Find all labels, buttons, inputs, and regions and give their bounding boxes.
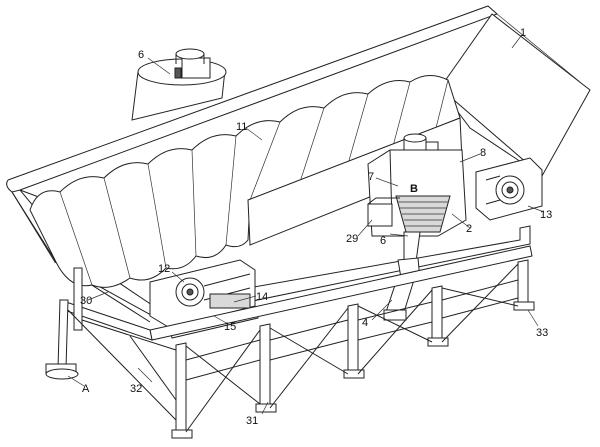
label-4: 4 (362, 317, 368, 329)
label-30: 30 (80, 295, 92, 307)
label-13: 13 (540, 209, 552, 221)
label-1: 1 (520, 27, 526, 39)
label-6-hopper: 6 (138, 49, 144, 61)
label-8: 8 (480, 147, 486, 159)
label-7: 7 (368, 171, 374, 183)
label-a: A (82, 383, 90, 395)
leader-lines (67, 35, 545, 415)
label-b: B (410, 183, 418, 195)
label-2: 2 (466, 223, 472, 235)
support-frame (45, 245, 535, 439)
label-31: 31 (246, 415, 258, 427)
label-11: 11 (236, 121, 247, 133)
label-32: 32 (130, 383, 142, 395)
label-33: 33 (536, 327, 548, 339)
top-hopper (131, 48, 227, 121)
part-labels: 1 2 4 6 6 7 8 B 11 12 13 14 15 29 30 31 … (80, 27, 552, 427)
right-roller-assembly (475, 157, 543, 221)
label-14: 14 (256, 291, 268, 303)
label-29: 29 (346, 233, 358, 245)
left-roller-assembly (149, 259, 259, 339)
label-12: 12 (158, 263, 170, 275)
label-6-chute: 6 (380, 235, 386, 247)
label-15: 15 (224, 321, 236, 333)
central-separator (367, 133, 467, 321)
